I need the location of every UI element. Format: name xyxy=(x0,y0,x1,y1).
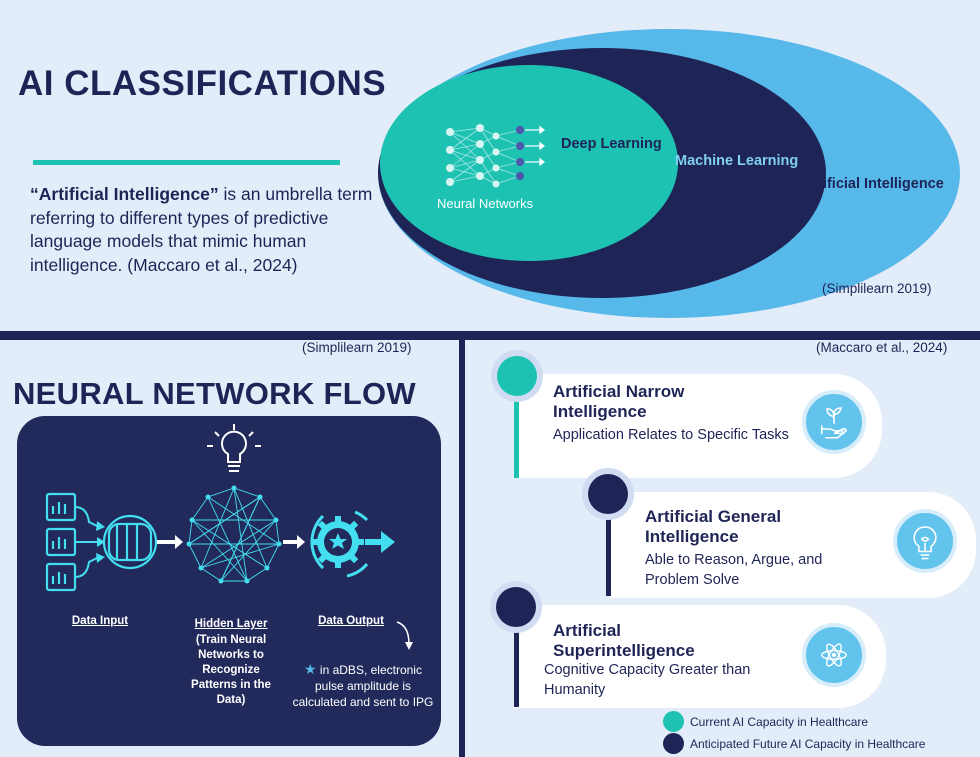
legend-swatch-teal xyxy=(663,711,684,732)
adbs-note: ★ in aDBS, electronic pulse amplitude is… xyxy=(290,661,436,710)
legend-current: Current AI Capacity in Healthcare xyxy=(663,711,868,732)
star-icon: ★ xyxy=(304,661,317,677)
neural-network-icon xyxy=(446,124,545,188)
arrow-right-icon xyxy=(365,531,395,553)
intro-paragraph: “Artificial Intelligence” is an umbrella… xyxy=(30,183,382,277)
title-underline xyxy=(33,160,340,165)
database-icon xyxy=(102,514,158,570)
hidden-layer-label: Hidden Layer xyxy=(194,618,268,630)
types-citation: (Maccaro et al., 2024) xyxy=(816,340,948,355)
flow-citation: (Simplilearn 2019) xyxy=(302,340,412,355)
brain-bulb-icon xyxy=(893,509,957,573)
data-input-label: Data Input xyxy=(71,615,129,627)
card-title: Artificial General Intelligence xyxy=(645,507,782,546)
classifications-citation: (Simplilearn 2019) xyxy=(822,281,932,296)
document-chart-icon xyxy=(45,492,77,592)
card-description: Cognitive Capacity Greater than Humanity xyxy=(544,662,751,698)
legend-text: Anticipated Future AI Capacity in Health… xyxy=(690,736,926,751)
deep-learning-label: Deep Learning xyxy=(561,136,662,152)
legend-swatch-navy xyxy=(663,733,684,754)
vertical-divider xyxy=(459,340,465,757)
pin-stem xyxy=(514,607,519,707)
classifications-title: AI CLASSIFICATIONS xyxy=(18,64,387,103)
card-title: Artificial Superintelligence xyxy=(553,621,695,660)
machine-learning-label: Machine Learning xyxy=(675,153,799,169)
pin-stem xyxy=(514,376,519,478)
current-pin-core xyxy=(497,356,537,396)
atom-icon xyxy=(802,623,866,687)
data-output-label: Data Output xyxy=(318,615,384,627)
anticipated-pin-core xyxy=(496,587,536,627)
intro-text: is an umbrella term referring to differe… xyxy=(30,184,373,275)
flow-diagram xyxy=(45,424,413,650)
legend-anticipated: Anticipated Future AI Capacity in Health… xyxy=(663,733,925,754)
classifications-section: AI CLASSIFICATIONS “Artificial Intellige… xyxy=(0,0,980,331)
anticipated-pin-core xyxy=(588,474,628,514)
card-description: Able to Reason, Argue, and Problem Solve xyxy=(645,552,823,588)
horizontal-divider xyxy=(0,331,980,340)
legend-text: Current AI Capacity in Healthcare xyxy=(690,714,869,729)
gear-star-icon xyxy=(310,510,369,578)
hidden-layer-description: (Train Neural Networks to Recognize Patt… xyxy=(191,634,271,706)
lightbulb-icon xyxy=(207,424,261,472)
deep-learning-set xyxy=(380,65,678,261)
neural-mesh-icon xyxy=(188,487,280,582)
pin-stem xyxy=(606,494,611,596)
flow-title: NEURAL NETWORK FLOW xyxy=(13,376,416,411)
adbs-note-text: in aDBS, electronic pulse amplitude is c… xyxy=(292,663,434,709)
neural-networks-label: Neural Networks xyxy=(437,196,534,211)
intro-term: “Artificial Intelligence” xyxy=(30,184,219,204)
hand-plant-icon xyxy=(802,390,866,454)
card-description: Application Relates to Specific Tasks xyxy=(553,427,789,443)
artificial-intelligence-label: Artificial Intelligence xyxy=(802,176,944,192)
card-title: Artificial Narrow Intelligence xyxy=(553,382,685,421)
